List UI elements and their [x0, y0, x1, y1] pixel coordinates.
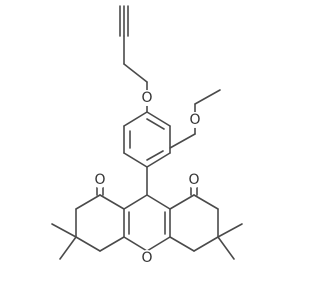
bond — [217, 236, 235, 260]
svg-text:O: O — [141, 90, 152, 106]
svg-text:O: O — [94, 172, 105, 188]
bond — [146, 150, 164, 161]
svg-text:O: O — [189, 112, 200, 128]
bond — [146, 152, 171, 168]
bond — [123, 111, 148, 127]
bond — [146, 118, 165, 130]
bond — [99, 194, 125, 210]
bond — [123, 152, 148, 168]
bond — [75, 194, 101, 210]
bond — [123, 63, 148, 83]
bond — [51, 223, 77, 238]
molecule-drawing: O O O O O — [51, 5, 243, 266]
bond — [169, 194, 195, 210]
atom-label-o4: O — [186, 172, 202, 188]
atom-label-o1: O — [139, 90, 155, 106]
bond — [146, 194, 171, 210]
bond — [146, 111, 171, 127]
bond — [169, 236, 195, 252]
atom-label-o3: O — [92, 172, 108, 188]
bond — [194, 89, 221, 105]
bond — [193, 194, 219, 210]
bond — [146, 236, 171, 252]
bond — [169, 133, 196, 149]
benzene-ring — [123, 111, 171, 168]
bond — [217, 223, 243, 238]
atom-label-o2: O — [187, 112, 203, 128]
xanthene-core — [51, 166, 243, 260]
bond — [193, 236, 219, 252]
bond — [59, 236, 77, 260]
atom-label-o5: O — [139, 250, 155, 266]
bond — [123, 194, 148, 210]
structure-diagram: O O O O O — [51, 5, 243, 266]
bond — [99, 236, 125, 252]
bond — [123, 236, 148, 252]
svg-text:O: O — [188, 172, 199, 188]
svg-text:O: O — [141, 250, 152, 266]
bond — [75, 236, 101, 252]
